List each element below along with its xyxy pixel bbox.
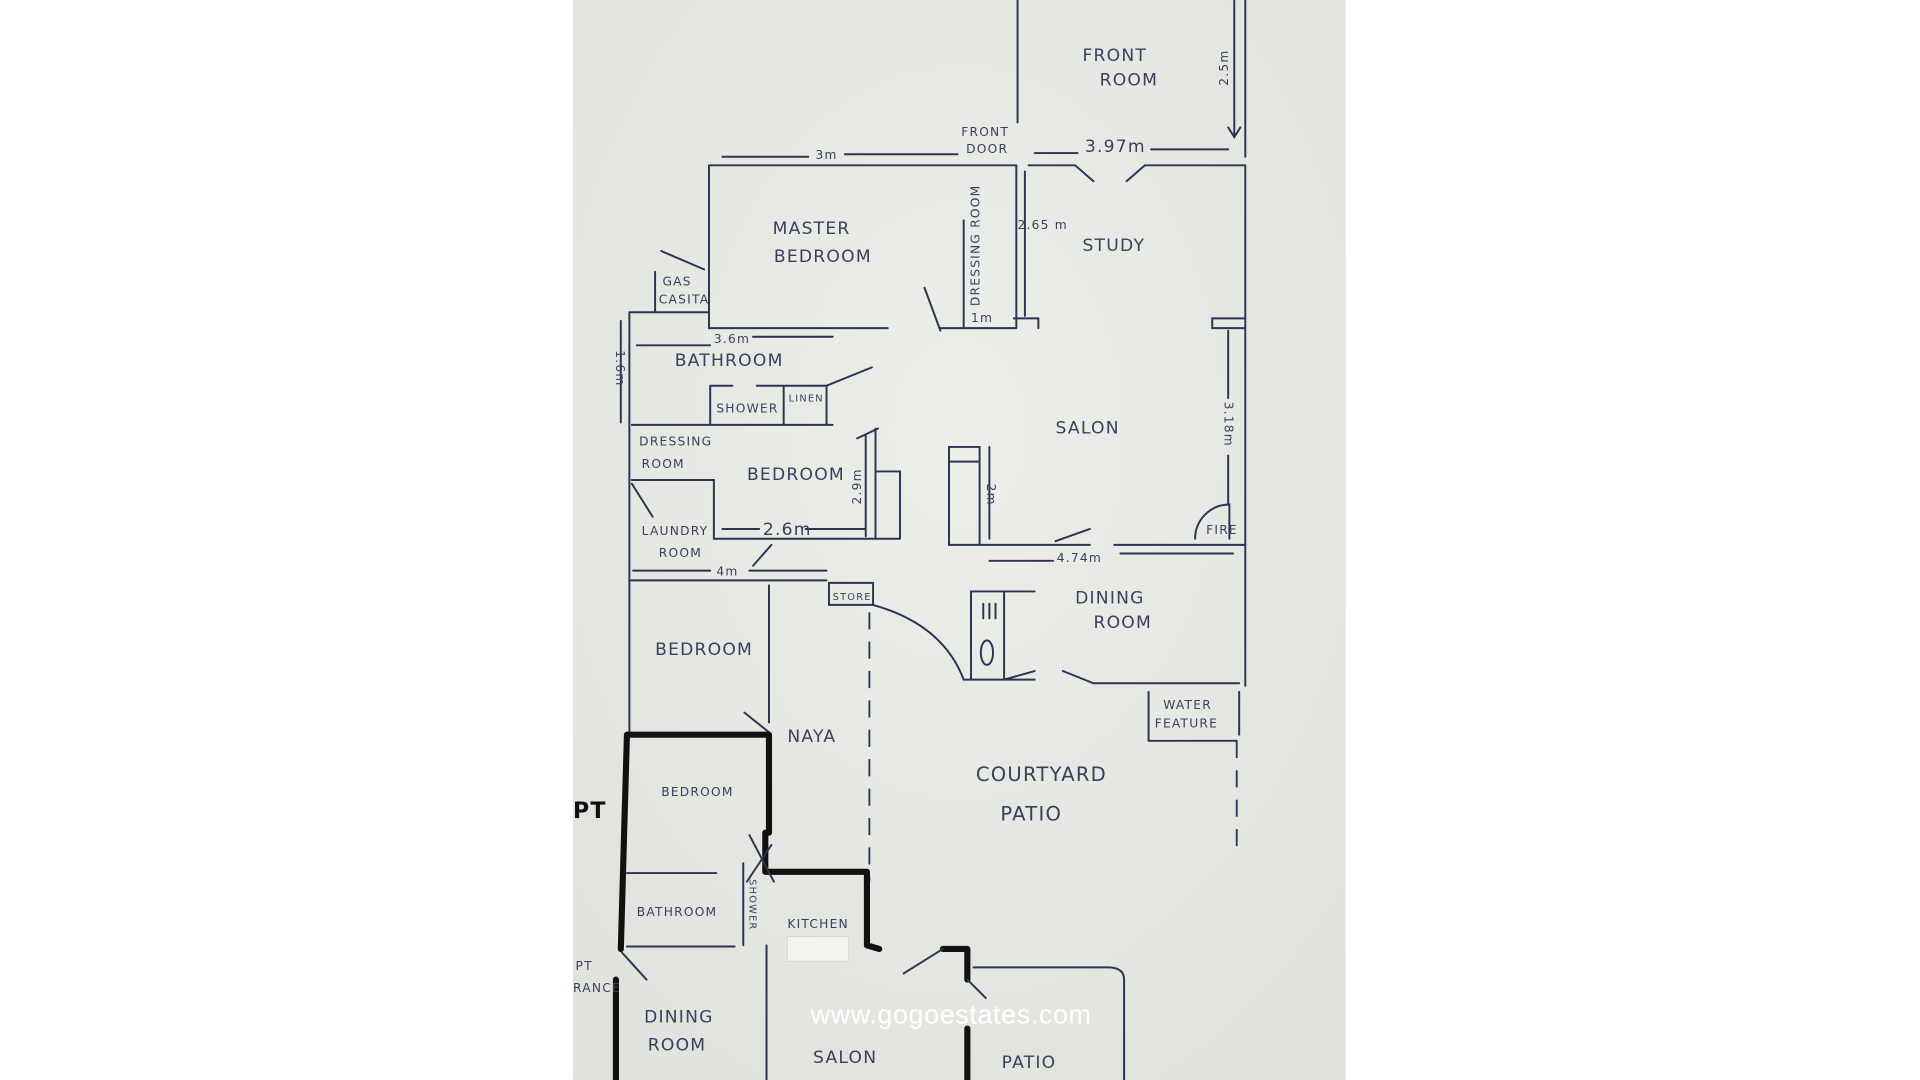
label-apt-bathroom: BATHROOM — [637, 905, 718, 919]
dim-front-room: 2.5m — [1217, 49, 1231, 85]
label-apt-salon: SALON — [813, 1048, 877, 1068]
dim-bedroom-depth: 2.9m — [850, 468, 864, 504]
dim-study-width: 3.97m — [1085, 137, 1146, 157]
label-apt-kitchen: KITCHEN — [787, 917, 849, 931]
label-linen: LINEN — [789, 394, 824, 405]
label-bedroom-3: BEDROOM — [655, 640, 753, 660]
label-front-room: FRONT — [1082, 46, 1147, 66]
label-laundry-room: ROOM — [659, 546, 702, 560]
dim-salon-width: 4.74m — [1057, 551, 1102, 565]
dim-master-width: 3m — [816, 148, 838, 162]
label-dining-room: ROOM — [1093, 613, 1152, 633]
dim-bathroom-depth: 1.6m — [613, 350, 627, 386]
label-dressing-room: DRESSING ROOM — [969, 185, 983, 307]
label-bathroom: BATHROOM — [675, 351, 784, 371]
label-water-feature: WATER — [1163, 698, 1212, 712]
dimension-labels: 2.5m 3m 3.97m 2.65 m 1m 3.6m 1.6m 2.9m 2… — [613, 49, 1236, 578]
label-apt-entrance: PT — [576, 959, 593, 973]
dim-chimney: 2m — [984, 484, 998, 506]
label-master-bedroom: BEDROOM — [774, 247, 872, 267]
walls — [612, 0, 1247, 1080]
label-apt-dining-room: ROOM — [648, 1036, 707, 1056]
label-front-door: DOOR — [966, 142, 1008, 156]
watermark: www.gogoestates.com — [810, 1000, 1092, 1030]
label-store: STORE — [833, 592, 872, 603]
dim-bathroom-width: 3.6m — [714, 332, 750, 346]
label-study: STUDY — [1082, 236, 1145, 256]
label-apt-shower: SHOWER — [746, 879, 757, 930]
label-fire: FIRE — [1206, 523, 1238, 537]
label-apt-dining-room: DINING — [644, 1007, 714, 1027]
label-courtyard: COURTYARD — [976, 763, 1107, 786]
dimension-arrows — [619, 148, 1235, 572]
label-master-bedroom: MASTER — [773, 219, 851, 239]
dim-dressing-depth: 2.65 m — [1018, 218, 1068, 232]
room-labels: FRONT ROOM FRONT DOOR MASTER BEDROOM DRE… — [573, 46, 1238, 1073]
label-apt-bedroom: BEDROOM — [661, 785, 733, 799]
label-salon: SALON — [1056, 418, 1120, 438]
label-dressing-room-2: ROOM — [642, 457, 685, 471]
label-laundry-room: LAUNDRY — [642, 524, 709, 538]
dim-dressing-width: 1m — [971, 311, 993, 325]
label-bedroom-2: BEDROOM — [747, 465, 845, 485]
paper-sheet — [573, 0, 1346, 1080]
label-apt: PT — [573, 799, 607, 824]
dim-bedroom-width: 2.6m — [763, 520, 812, 540]
label-apt-entrance: RANCE — [573, 981, 621, 995]
label-gas-casita: CASITA — [659, 293, 710, 307]
label-gas-casita: GAS — [662, 274, 691, 288]
label-dining-room: DINING — [1075, 589, 1145, 609]
label-naya: NAYA — [787, 727, 836, 747]
label-apt-patio: PATIO — [1002, 1053, 1057, 1073]
label-dressing-room-2: DRESSING — [639, 435, 712, 449]
label-water-feature: FEATURE — [1155, 716, 1218, 730]
label-front-room: ROOM — [1100, 71, 1159, 91]
dim-laundry-width: 4m — [716, 565, 738, 579]
dim-salon-depth: 3.18m — [1221, 402, 1235, 447]
label-front-door: FRONT — [961, 125, 1009, 139]
label-shower: SHOWER — [716, 402, 778, 416]
label-courtyard: PATIO — [1000, 802, 1062, 825]
tape-patch — [787, 936, 849, 962]
